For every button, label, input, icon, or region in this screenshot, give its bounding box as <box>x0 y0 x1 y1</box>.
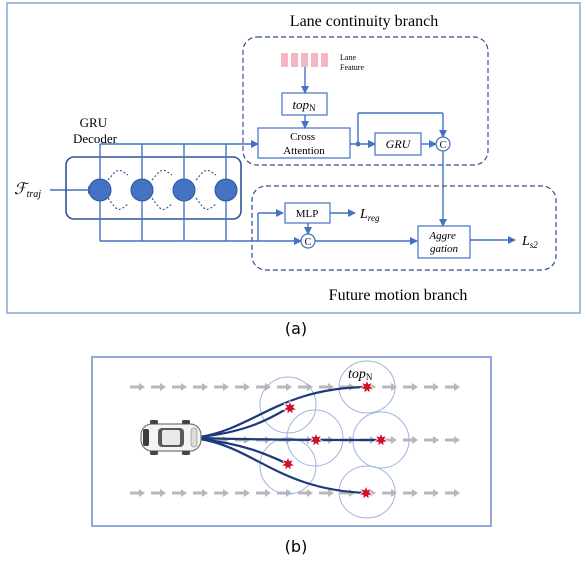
uncertainty-circle <box>259 376 317 434</box>
lane-arrow-head <box>286 383 292 391</box>
predicted-trajectories <box>199 385 382 495</box>
lane-arrow-head <box>160 383 166 391</box>
lane-arrow-head <box>412 383 418 391</box>
lane-arrow-head <box>223 489 229 497</box>
lane-arrow-head <box>223 383 229 391</box>
endpoint-star-icon <box>373 431 389 448</box>
panel-a-frame <box>6 2 581 314</box>
lane-arrow-head <box>391 436 397 444</box>
decoder-node-4 <box>214 178 238 202</box>
lane-arrow-head <box>139 383 145 391</box>
mlp-label: MLP <box>296 208 319 220</box>
mlp-box <box>284 202 331 224</box>
decoder-node-2 <box>130 178 154 202</box>
caption-a: (a) <box>285 319 307 338</box>
aggregation-label: Aggre gation <box>428 230 458 255</box>
gru-decoder-label: GRU Decoder <box>73 115 118 146</box>
gru-decoder-nodes <box>88 178 238 202</box>
lane-arrow-head <box>454 436 460 444</box>
uncertainty-circle <box>338 360 396 414</box>
endpoint-star-icon <box>282 399 298 416</box>
topn-label-b: topN <box>348 367 373 382</box>
cross-attention-label: Cross Attention <box>283 131 325 157</box>
future-motion-branch-title: Future motion branch <box>329 287 468 304</box>
lane-arrow-head <box>181 383 187 391</box>
lane-arrow-head <box>307 489 313 497</box>
trajectory-upper-far <box>199 385 368 439</box>
lane-arrow-head <box>202 383 208 391</box>
caption-b: (b) <box>285 537 308 556</box>
concat-node-future <box>300 233 316 249</box>
lane-arrow-head <box>181 489 187 497</box>
panel-b-frame <box>91 356 492 527</box>
concat-node-lane-label: C <box>440 140 447 151</box>
lane-arrow-head <box>286 489 292 497</box>
lane-arrow-head <box>433 489 439 497</box>
trajectory-mid <box>199 436 382 442</box>
l-reg-label: Lreg <box>359 207 380 223</box>
trajectory-lower-near <box>199 437 289 466</box>
recurrent-loops <box>107 169 217 210</box>
lane-arrow-head <box>433 436 439 444</box>
lane-arrow-head <box>412 489 418 497</box>
uncertainty-circle <box>338 465 396 519</box>
future-motion-branch-box <box>251 185 557 271</box>
lane-arrow-head <box>160 489 166 497</box>
topn-label: topN <box>292 97 316 113</box>
lane-arrow-head <box>244 489 250 497</box>
endpoint-star-icon <box>280 455 296 472</box>
lane-arrow-head <box>244 383 250 391</box>
uncertainty-circles <box>259 360 410 519</box>
endpoint-star-icon <box>308 431 324 448</box>
lane-arrow-head <box>202 489 208 497</box>
uncertainty-circle <box>259 437 317 495</box>
lane-arrow-head <box>265 383 271 391</box>
trajectory-lower-far <box>199 437 368 495</box>
decoder-connections <box>99 67 516 245</box>
lane-arrow-head <box>433 383 439 391</box>
decoder-node-3 <box>172 178 196 202</box>
lane-arrow-head <box>265 489 271 497</box>
lane-arrow-head <box>328 383 334 391</box>
endpoint-star-icon <box>359 378 375 395</box>
trajectory-upper-near <box>199 407 289 439</box>
endpoint-stars <box>280 378 389 501</box>
l-s2-label: Ls2 <box>521 234 538 250</box>
lane-feature-label: Lane Feature <box>340 53 364 72</box>
gru-decoder-container <box>65 156 242 220</box>
ego-car <box>140 420 202 455</box>
endpoint-star-icon <box>358 484 374 501</box>
gru-label: GRU <box>386 137 412 151</box>
lane-continuity-branch-title: Lane continuity branch <box>290 13 438 30</box>
aggregation-box <box>417 225 471 259</box>
lane-continuity-branch-box <box>242 36 489 166</box>
lane-arrow-head <box>391 489 397 497</box>
lane-arrow-head <box>454 489 460 497</box>
lane-arrow-head <box>454 383 460 391</box>
lane-arrow-head <box>139 489 145 497</box>
decoder-node-1 <box>88 178 112 202</box>
input-ftraj-label: ℱtraj <box>14 181 41 200</box>
concat-node-future-label: C <box>305 237 312 248</box>
branch-junction-dot <box>355 141 361 147</box>
lane-arrow-head <box>412 436 418 444</box>
lane-feature-blocks <box>281 53 328 67</box>
lane-arrow-head <box>391 383 397 391</box>
lane-arrow-head <box>328 489 334 497</box>
